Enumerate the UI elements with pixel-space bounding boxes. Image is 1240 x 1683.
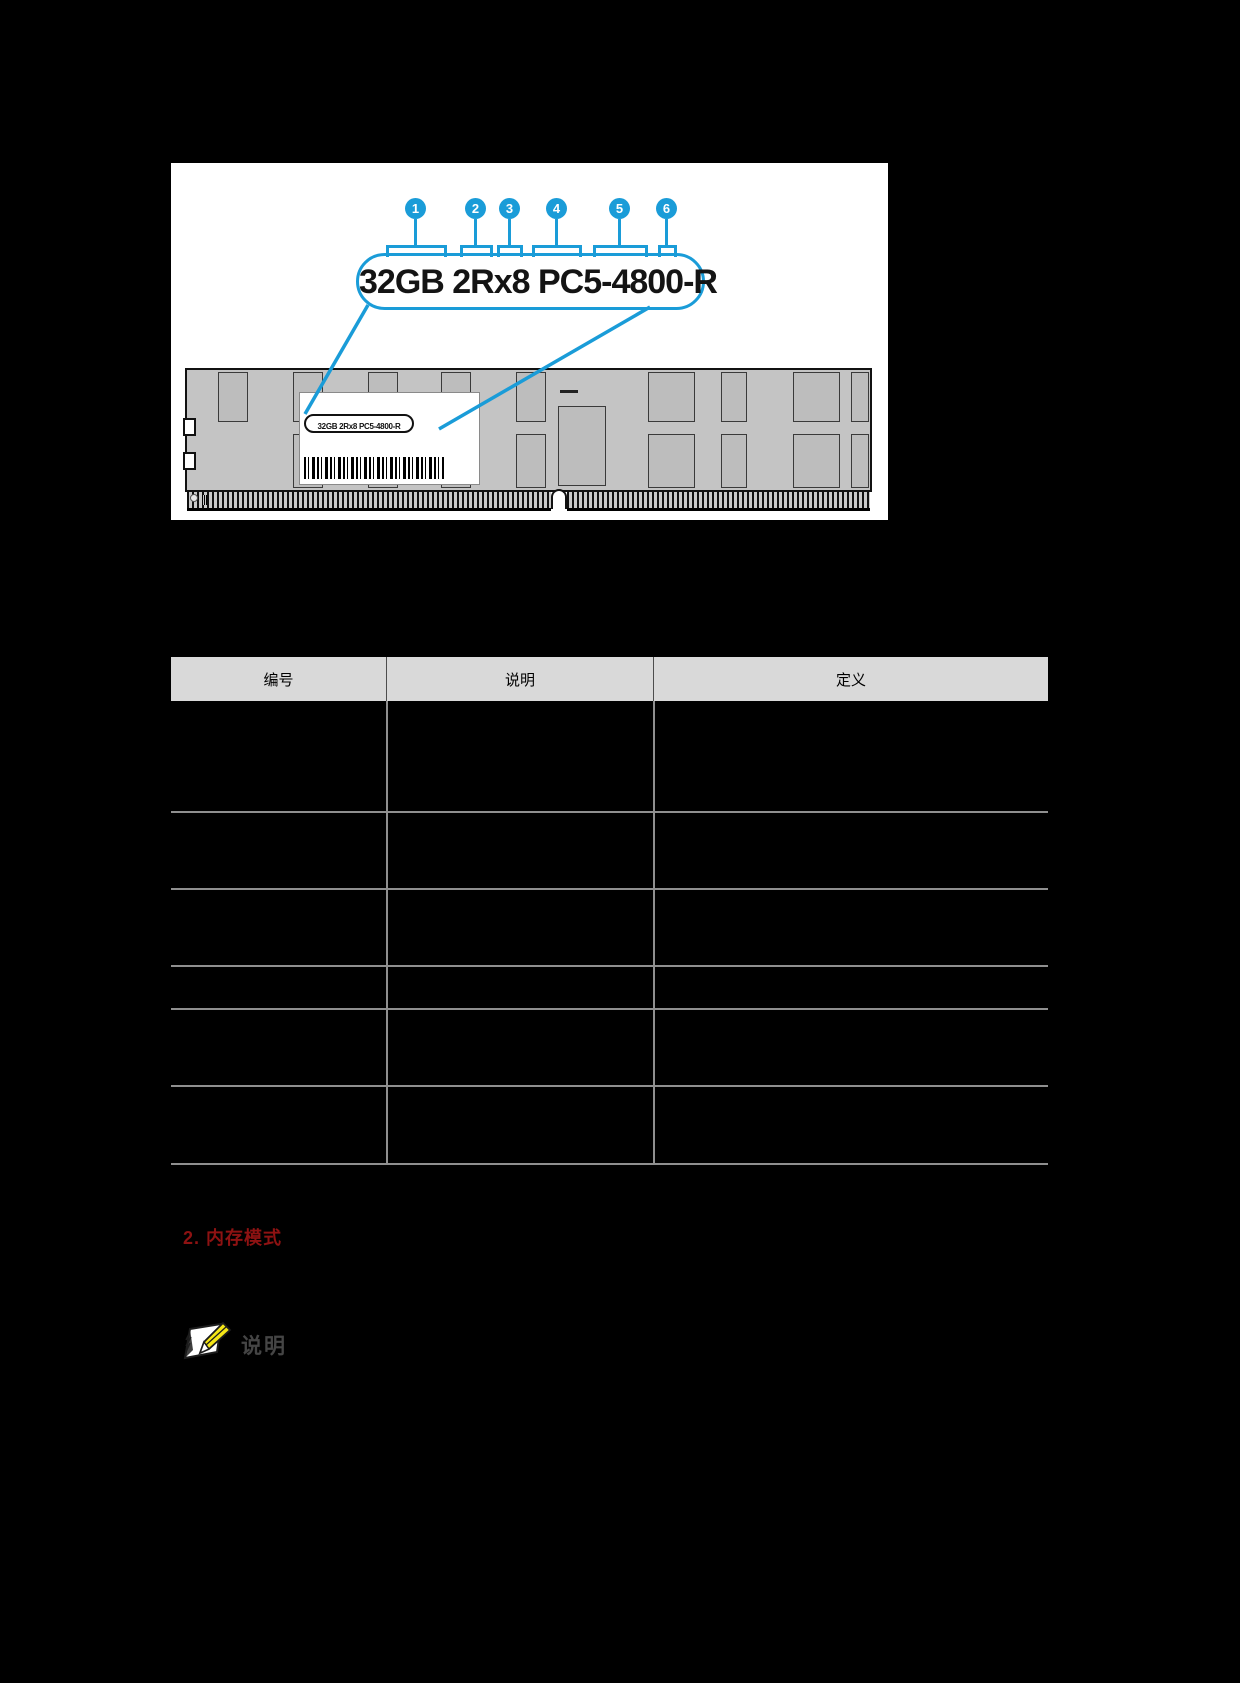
table-row [171,813,1048,890]
tiny-mark [202,495,207,505]
table-cell [654,1010,1048,1085]
connector-pins [567,492,870,511]
callout-stem [618,219,621,245]
segment-bracket [658,245,677,257]
table-cell [387,890,654,965]
label-definition-table: 编号 说明 定义 [171,657,1048,1165]
section-heading: 2. 内存模式 [183,1228,283,1248]
segment-bracket [460,245,493,257]
table-cell [387,813,654,888]
callout-stem [474,219,477,245]
table-grid-line [653,701,655,1165]
edge-notch [183,418,196,436]
module-label-text: 32GB 2Rx8 PC5-4800-R [359,263,718,301]
table-row [171,701,1048,813]
memory-chip [648,434,695,488]
memory-chip [516,372,546,422]
memory-chip [516,434,546,488]
memory-chip [793,434,840,488]
table-cell [654,1087,1048,1163]
table-cell [387,1010,654,1085]
sticker-label-text: 32GB 2Rx8 PC5-4800-R [317,422,401,431]
column-header: 定义 [835,671,866,689]
callout-stem [414,219,417,245]
table-grid-line [386,701,388,1165]
memory-chip [851,372,869,422]
memory-chip [218,372,248,422]
mounting-hole [190,494,198,502]
label-callout-outline: 32GB 2Rx8 PC5-4800-R [356,253,718,310]
table-cell [387,967,654,1008]
callout-1: 1 [405,198,426,219]
callout-5: 5 [609,198,630,219]
table-row [171,967,1048,1010]
table-cell [654,813,1048,888]
segment-bracket [386,245,447,257]
table-cell [654,967,1048,1008]
dimm-label-figure: 1 2 3 4 5 6 32GB 2Rx8 PC5-4800-R [171,163,888,520]
callout-stem [508,219,511,245]
barcode [304,457,444,479]
table-cell [171,967,387,1008]
key-notch [551,489,567,509]
dimm-sticker: 32GB 2Rx8 PC5-4800-R [299,392,480,485]
table-cell [171,1087,387,1163]
table-row [171,1087,1048,1165]
table-cell [171,1010,387,1085]
table-row [171,1010,1048,1087]
table-cell [171,890,387,965]
note-callout: 说明 [183,1318,287,1360]
segment-bracket [532,245,582,257]
table-cell [387,1087,654,1163]
table-cell [654,701,1048,811]
callout-stem [665,219,668,245]
table-row [171,890,1048,967]
dimm-module-illustration [183,368,872,511]
note-label: 说明 [241,1335,287,1358]
sticker-label-oval: 32GB 2Rx8 PC5-4800-R [304,414,414,433]
connector-pins [187,492,551,511]
memory-chip [851,434,869,488]
callout-2: 2 [465,198,486,219]
column-header: 说明 [387,657,654,701]
table-cell [654,890,1048,965]
callout-stem [555,219,558,245]
memory-chip [721,372,747,422]
callout-6: 6 [656,198,677,219]
table-cell [171,813,387,888]
note-pencil-icon [183,1321,232,1360]
pcb-mark [560,390,578,393]
callout-4: 4 [546,198,567,219]
table-header-row: 编号 说明 定义 [171,657,1048,701]
table-cell [171,701,387,811]
register-chip [558,406,606,486]
segment-bracket [497,245,523,257]
table-cell [387,701,654,811]
column-header: 编号 [171,657,387,701]
memory-chip [721,434,747,488]
segment-bracket [593,245,648,257]
edge-notch [183,452,196,470]
memory-chip [793,372,840,422]
memory-chip [648,372,695,422]
callout-3: 3 [499,198,520,219]
